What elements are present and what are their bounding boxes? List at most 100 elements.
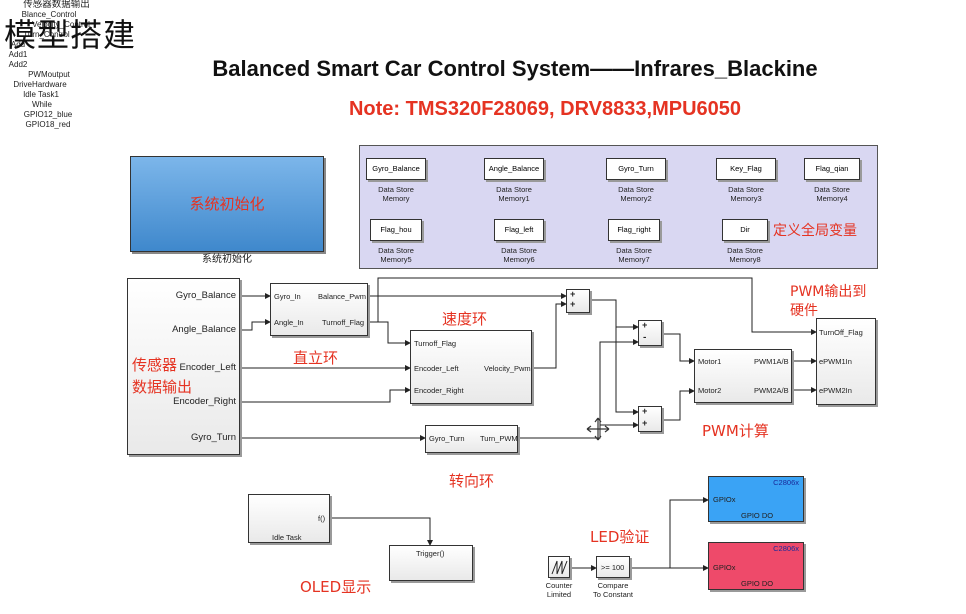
sensor-output-block[interactable] [127,278,240,455]
port-epwm1in: ePWM1In [819,357,852,366]
velocity-control-block[interactable] [410,330,532,404]
turn-control-block[interactable] [425,425,518,453]
while-block[interactable] [389,545,473,581]
add2-sign: + [642,407,648,417]
diagram-title: Balanced Smart Car Control System——Infra… [212,56,818,81]
data-store-key-flag[interactable]: Key_Flag [716,158,776,180]
port-turnoff-flag: Turnoff_Flag [414,339,457,348]
turn-annotation: 转向环 [449,472,495,490]
add2-sign: + [642,419,648,429]
caption-line: Memory3 [730,194,762,203]
caption-line: Compare [597,581,629,590]
compare-to-constant-block[interactable]: >= 100 [596,556,630,578]
port-epwm2in: ePWM2In [819,386,852,395]
add1-plus-sign: + [642,321,648,331]
add-caption: Add [10,40,26,49]
data-store-flag-left[interactable]: Flag_left [494,219,544,241]
signal-encoder-left: Encoder_Left [179,362,236,373]
gpio-red-block[interactable]: C2806x GPIOx GPIO DO [708,542,804,590]
gpio-blue-block[interactable]: C2806x GPIOx GPIO DO [708,476,804,522]
data-store-dir[interactable]: Dir [722,219,768,241]
pwm-output-block[interactable] [694,349,792,403]
gpio-blue-caption: GPIO12_blue [23,110,73,119]
idle-task-inner-label: Idle Task [272,533,302,542]
balance-control-block[interactable] [270,283,368,336]
sensor-annotation-line2: 数据输出 [132,378,193,396]
add-sign: + [570,300,576,310]
add-block[interactable] [566,289,590,313]
system-init-caption: 系统初始化 [202,254,252,265]
compare-label: >= 100 [601,563,625,572]
system-init-block[interactable]: 系统初始化 [130,156,324,252]
data-store-angle-balance[interactable]: Angle_Balance [484,158,544,180]
sawtooth-icon [551,560,568,575]
while-caption: While [31,100,52,109]
counter-limited-block[interactable] [548,556,570,578]
port-function-call: f() [318,514,326,523]
port-gyro-turn: Gyro_Turn [429,434,465,443]
pwm-output-caption: PWMoutput [28,70,70,79]
caption-line: Data Store [618,185,654,194]
port-motor2: Motor2 [698,386,722,395]
add1-caption: Add1 [8,50,28,59]
sensor-block-caption: 传感器数据输出 [23,0,90,10]
port-balance-pwm: Balance_Pwm [318,292,366,301]
pwm-output-annotation: PWM计算 [702,422,769,440]
caption-line: Data Store [496,185,532,194]
drive-hardware-block[interactable] [816,318,876,405]
port-turn-pwm: Turn_PWM [480,434,518,443]
add-sign: + [570,290,576,300]
caption-line: Memory8 [729,255,761,264]
idle-task-block[interactable] [248,494,330,543]
port-gyro-in: Gyro_In [274,292,301,301]
port-pwm1ab: PWM1A/B [754,357,789,366]
caption-line: Memory4 [816,194,848,203]
gpio-blue-chip: C2806x [773,478,799,487]
gpio-blue-port: GPIOx [713,495,736,504]
port-angle-in: Angle_In [274,318,304,327]
port-velocity-pwm: Velocity_Pwm [484,364,531,373]
caption-line: Data Store [501,246,537,255]
data-store-flag-right[interactable]: Flag_right [608,219,660,241]
caption-line: Data Store [378,246,414,255]
port-motor1: Motor1 [698,357,722,366]
balance-annotation: 直立环 [293,349,339,367]
diagram-note: Note: TMS320F28069, DRV8833,MPU6050 [348,98,742,120]
signal-encoder-right: Encoder_Right [173,396,236,407]
sensor-annotation-line1: 传感器 [132,356,178,374]
caption-line: To Constant [592,590,634,599]
data-store-flag-hou[interactable]: Flag_hou [370,219,422,241]
global-variables-annotation: 定义全局变量 [773,223,857,239]
signal-gyro-turn: Gyro_Turn [190,432,236,443]
page-heading: 模型搭建 [4,16,137,54]
add1-block[interactable] [638,320,662,346]
gpio-red-label: GPIO DO [741,579,774,588]
data-store-gyro-balance[interactable]: Gyro_Balance [366,158,426,180]
signal-gyro-balance: Gyro_Balance [175,290,236,301]
add2-block[interactable] [638,406,662,432]
data-store-flag-qian[interactable]: Flag_qian [804,158,860,180]
drive-annotation-line1: PWM输出到 [790,284,867,300]
balance-control-caption: Blance_Control [21,10,77,19]
data-store-gyro-turn[interactable]: Gyro_Turn [606,158,666,180]
port-turnoff-flag: TurnOff_Flag [819,328,863,337]
caption-line: Counter [545,581,573,590]
caption-line: Memory7 [618,255,650,264]
caption-line: Limited [546,590,572,599]
caption-line: Memory1 [498,194,530,203]
port-encoder-left: Encoder_Left [414,364,459,373]
caption-line: Data Store [616,246,652,255]
system-init-label: 系统初始化 [189,195,265,213]
port-turnoff-flag: Turnoff_Flag [322,318,365,327]
caption-line: Data Store [378,185,414,194]
port-encoder-right: Encoder_Right [414,386,464,395]
